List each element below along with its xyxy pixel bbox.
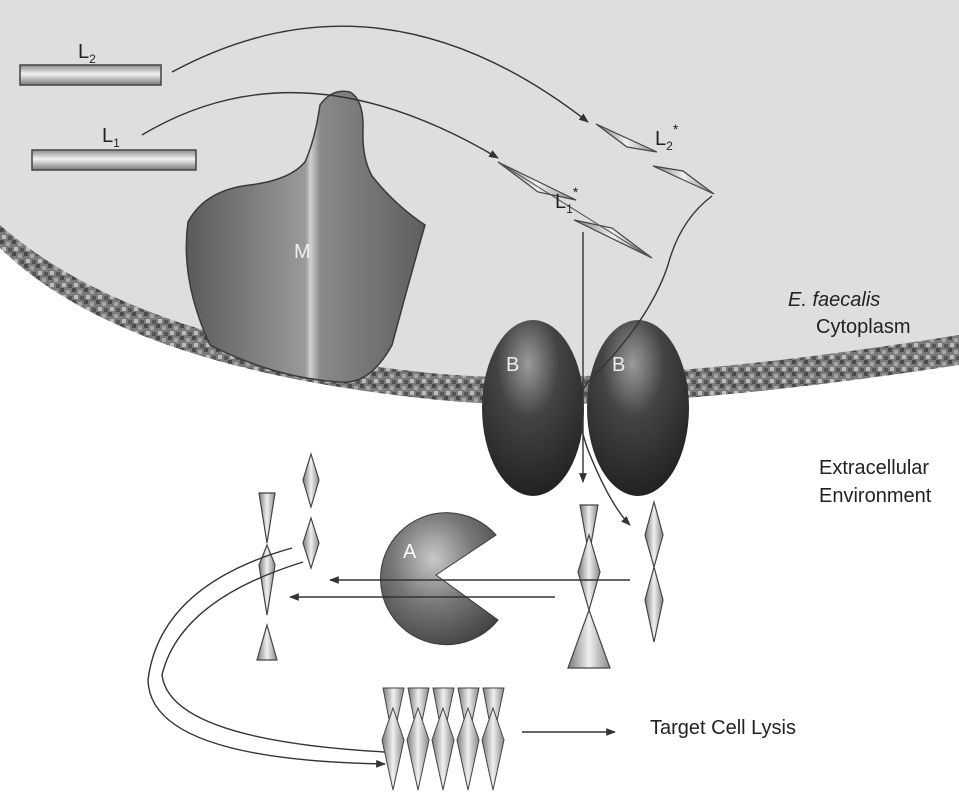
processed-l1-peptide <box>257 493 277 660</box>
exported-l2-peptide <box>645 502 663 642</box>
a-label: A <box>403 541 417 563</box>
processed-l2-peptide <box>303 454 319 568</box>
assembled-complex <box>382 688 504 790</box>
cytoplasm-label: Cytoplasm <box>816 316 910 338</box>
b-left-label: B <box>506 354 519 376</box>
l2-precursor-bar <box>20 65 161 85</box>
b-transporter-left <box>482 320 584 496</box>
exported-l1-peptide <box>568 505 610 668</box>
a-protease <box>381 513 498 645</box>
l1-precursor-bar <box>32 150 196 170</box>
environment-label: Environment <box>819 485 932 507</box>
organism-label: E. faecalis <box>788 289 880 311</box>
b-transporter-right <box>587 320 689 496</box>
m-label: M <box>294 241 311 263</box>
extracellular-label: Extracellular <box>819 457 929 479</box>
lysis-label: Target Cell Lysis <box>650 717 796 739</box>
b-right-label: B <box>612 354 625 376</box>
